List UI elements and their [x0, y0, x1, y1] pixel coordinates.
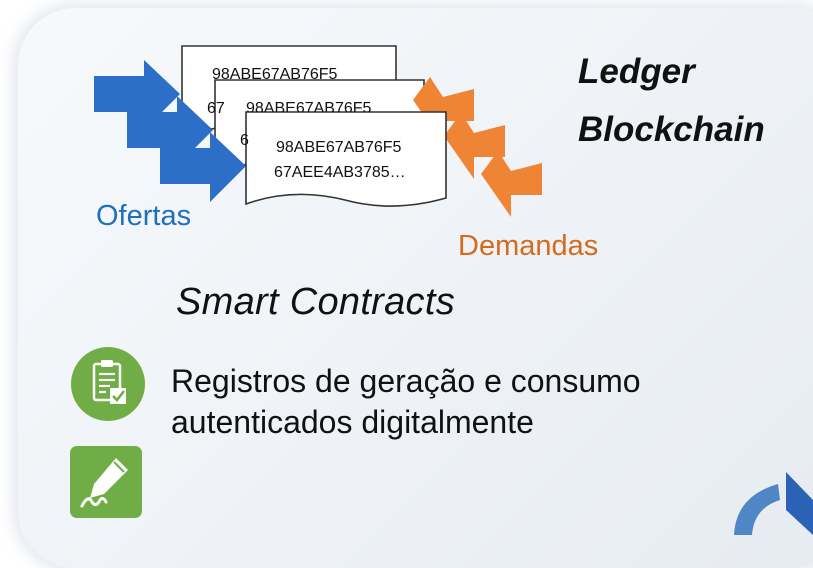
demand-arrow-1 — [413, 77, 474, 143]
demand-arrow-2 — [444, 113, 505, 179]
demand-arrow-3 — [481, 151, 542, 217]
checklist-icon — [71, 347, 145, 421]
description-text: Registros de geração e consumo autentica… — [171, 363, 641, 440]
offer-arrow-3 — [160, 132, 246, 202]
document-front — [245, 111, 447, 207]
document-middle-text-clip: 98ABE67AB76F5 — [246, 96, 421, 113]
offer-arrows — [94, 60, 246, 202]
demands-label: Demandas — [458, 230, 599, 262]
document-front-hash-line1: 98ABE67AB76F5 — [276, 139, 402, 156]
document-back-hash: 98ABE67AB76F5 — [212, 66, 338, 81]
document-front-fragment: 6 — [240, 132, 249, 149]
ledger-title: Ledger — [578, 52, 695, 91]
smart-contracts-heading: Smart Contracts — [176, 281, 456, 323]
cycle-arrow-icon — [734, 472, 813, 535]
diagram-art — [94, 45, 542, 217]
blockchain-title: Blockchain — [578, 110, 765, 149]
document-middle-fragment: 67 — [207, 100, 225, 117]
document-back-text-clip: 98ABE67AB76F5 — [212, 62, 392, 81]
document-middle-hash: 98ABE67AB76F5 — [246, 100, 372, 113]
offers-label: Ofertas — [96, 200, 192, 232]
document-front-hash-line2: 67AEE4AB3785… — [274, 164, 406, 181]
signature-icon — [70, 446, 142, 518]
demand-arrows — [413, 77, 542, 217]
